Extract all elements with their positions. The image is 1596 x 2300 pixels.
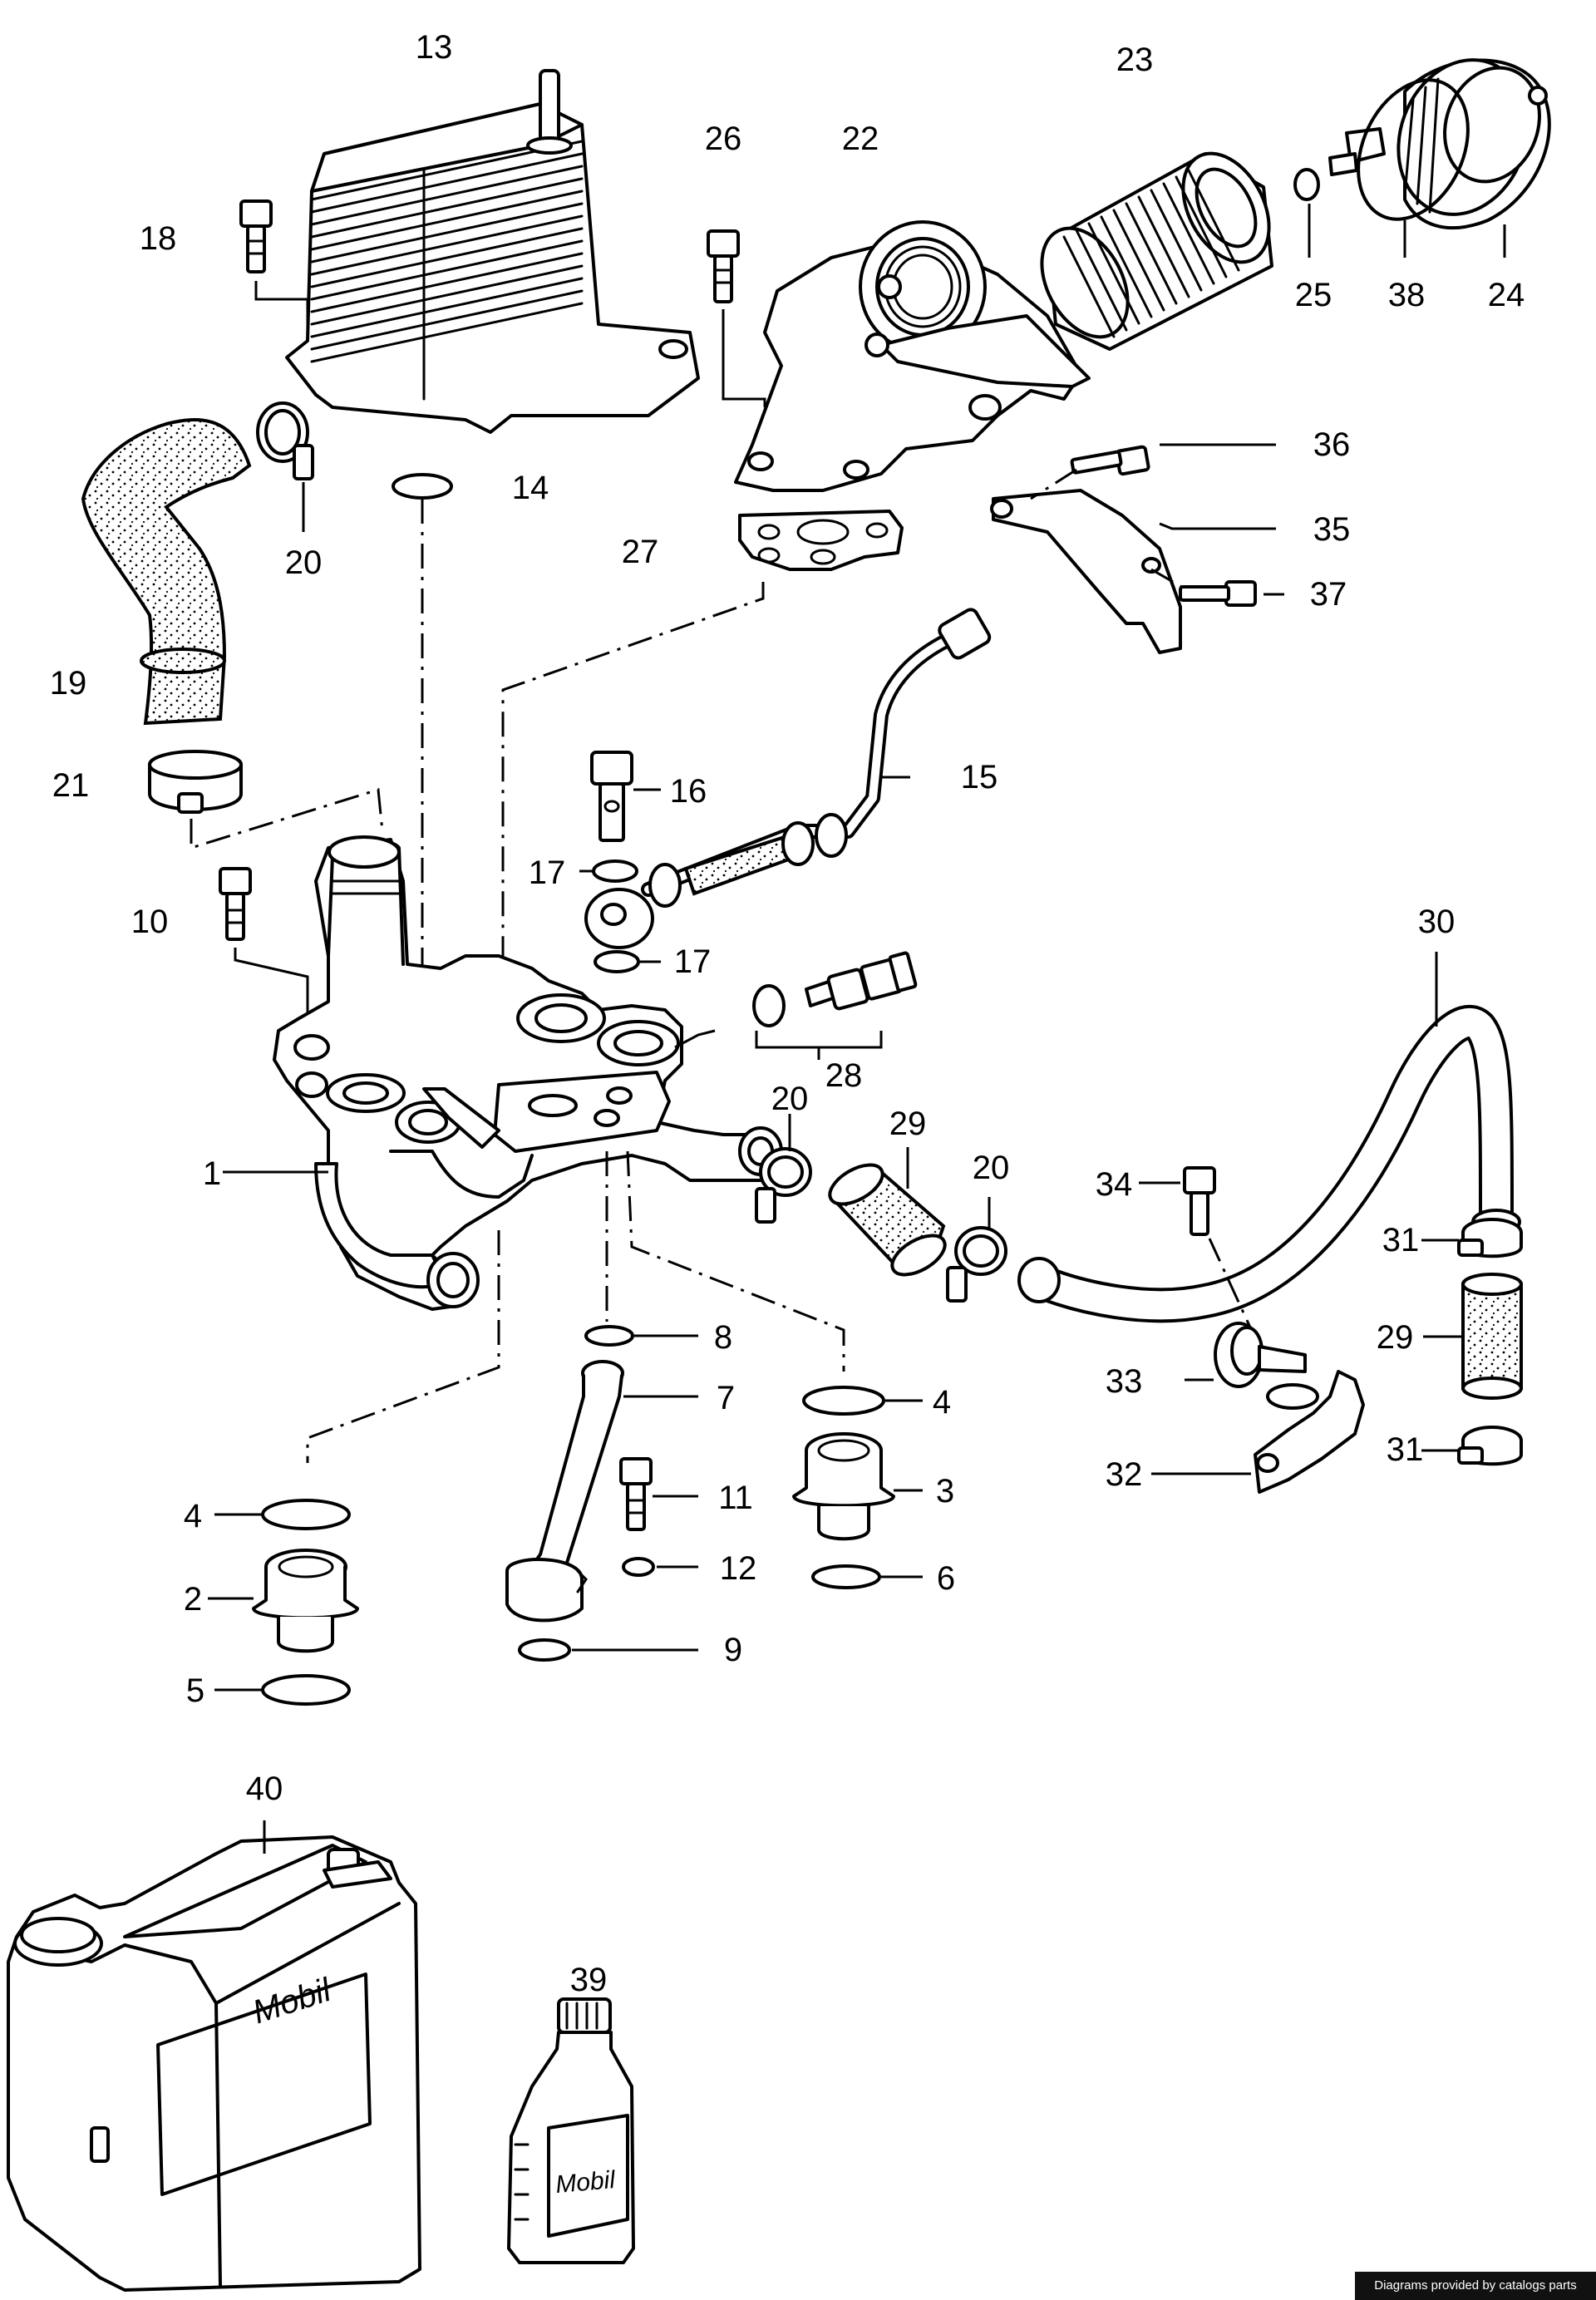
callout-4-left: 4 [184,1498,202,1534]
callout-17-bottom: 17 [674,943,712,980]
callout-40: 40 [246,1771,283,1807]
callout-28: 28 [825,1057,863,1094]
bolt-11 [619,1457,653,1531]
callout-7: 7 [717,1380,735,1416]
callout-25: 25 [1295,277,1332,313]
callout-29-right: 29 [1377,1319,1414,1356]
callout-10: 10 [131,904,169,940]
hose-clamp-31-top [1457,1218,1523,1258]
callout-20-mid-right: 20 [973,1150,1010,1186]
callout-22: 22 [842,121,879,157]
o-ring-4-right [802,1386,885,1416]
bracket-32 [1254,1370,1365,1494]
callout-32: 32 [1106,1456,1143,1493]
washer-28 [752,984,786,1027]
hose-clamp-20-mid-left [755,1147,812,1224]
callout-23: 23 [1116,42,1154,78]
callout-36: 36 [1313,426,1351,463]
pipe-7 [505,1360,624,1623]
callout-38: 38 [1388,277,1426,313]
callout-8: 8 [714,1319,732,1356]
callout-5: 5 [186,1672,204,1709]
callout-24: 24 [1488,277,1525,313]
filter-cap [1328,58,1551,230]
bolt-34 [1183,1166,1216,1236]
bolt-36 [1070,445,1150,476]
o-ring-6 [811,1564,881,1589]
callout-34: 34 [1096,1166,1133,1203]
callout-9: 9 [724,1632,742,1668]
callout-19: 19 [50,665,87,702]
oil-line-15 [641,608,992,908]
callout-31-bottom: 31 [1387,1431,1424,1468]
callout-39: 39 [570,1962,608,1998]
seal-25 [1293,168,1320,201]
callout-20-top: 20 [285,544,323,581]
hose-clamp-21 [148,750,243,814]
plug-2 [252,1549,359,1653]
o-ring-5 [261,1674,351,1706]
oil-filter-console [273,835,787,1311]
hose-clamp-20-top [256,401,314,480]
callout-27: 27 [622,534,659,570]
callout-3: 3 [936,1473,954,1510]
callout-11: 11 [718,1480,753,1516]
hose-clamp-31-bottom [1457,1426,1523,1466]
callout-31-top: 31 [1382,1222,1420,1258]
gasket-27 [738,510,904,571]
o-ring-4-left [261,1499,351,1530]
callout-37: 37 [1310,576,1347,613]
callout-1: 1 [203,1155,221,1192]
grommet-33 [1214,1322,1307,1388]
washer-8 [584,1325,634,1347]
callout-6: 6 [937,1560,955,1597]
temp-sensor-28 [805,951,918,1011]
callout-21: 21 [52,767,90,804]
banjo-fitting [584,888,654,949]
hose-clamp-20-mid-right [946,1226,1007,1303]
bolt-18 [239,199,273,273]
o-ring-38 [1357,78,1470,221]
plug-3 [792,1432,895,1541]
hose-29-mid [828,1163,947,1277]
filter-element [1040,151,1273,351]
o-ring-9 [518,1638,571,1662]
washer-17-bottom [594,950,640,973]
hose-29-right [1461,1273,1523,1400]
filter-housing [734,220,1091,492]
coolant-pipe-30 [1017,1004,1521,1323]
callout-labels: 1 2 3 4 4 5 6 7 8 9 10 11 12 13 14 15 16… [50,29,1525,1998]
callout-14: 14 [512,470,549,506]
callout-18: 18 [140,220,177,257]
callout-33: 33 [1106,1363,1143,1400]
oil-bottle-39 [507,1997,635,2264]
oil-canister-40 [7,1835,421,2292]
callout-16: 16 [670,773,707,810]
bottle-brand-label: Mobil [554,2166,618,2199]
washer-12 [622,1557,655,1577]
callout-17-top: 17 [529,854,566,891]
callout-29-mid: 29 [889,1106,927,1142]
callout-30: 30 [1418,904,1456,940]
bolt-10 [219,867,252,941]
callout-4-right: 4 [933,1384,951,1421]
washer-17-top [592,859,638,883]
banjo-bolt-16 [590,751,633,842]
diagram-credit-footer: Diagrams provided by catalogs parts [1355,2272,1596,2300]
coolant-hose-19 [81,418,252,726]
callout-2: 2 [184,1581,202,1618]
callout-35: 35 [1313,511,1351,548]
callout-12: 12 [720,1550,757,1587]
callout-13: 13 [416,29,453,66]
bolt-26 [707,229,740,303]
callout-26: 26 [705,121,742,157]
callout-20-mid-left: 20 [771,1081,809,1117]
bolt-37 [1179,580,1257,607]
oil-cooler [285,69,700,434]
callout-15: 15 [961,759,998,795]
bracket-35 [990,489,1182,654]
o-ring-14 [392,473,453,500]
